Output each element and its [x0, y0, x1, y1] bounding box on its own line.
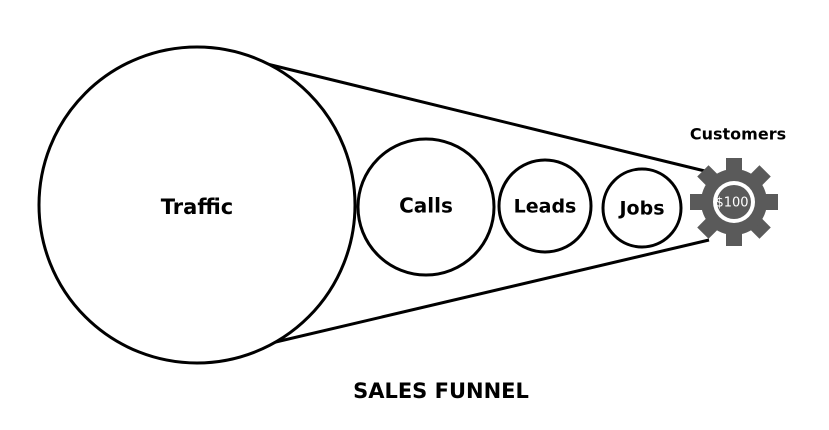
- stage-jobs-label: Jobs: [617, 198, 664, 220]
- gear-icon: $100: [690, 158, 778, 246]
- stage-leads-label: Leads: [514, 196, 577, 218]
- diagram-title: SALES FUNNEL: [353, 379, 529, 403]
- stage-traffic-circle: [37, 45, 357, 365]
- stage-calls-label: Calls: [399, 194, 453, 218]
- funnel-bottom-edge: [262, 238, 710, 347]
- stage-calls: Calls: [356, 137, 496, 277]
- gear-teeth: [690, 158, 778, 246]
- stage-calls-circle: [356, 137, 496, 277]
- stage-traffic: Traffic: [37, 45, 357, 365]
- funnel-top-edge: [262, 61, 710, 174]
- stage-jobs-circle: [601, 167, 683, 249]
- stage-leads: Leads: [497, 158, 593, 254]
- stage-traffic-label: Traffic: [161, 195, 233, 219]
- stage-jobs: Jobs: [601, 167, 683, 249]
- gear-value-label: $100: [715, 196, 748, 211]
- gear-inner: [717, 185, 751, 219]
- stage-leads-circle: [497, 158, 593, 254]
- customers-label: Customers: [690, 125, 786, 144]
